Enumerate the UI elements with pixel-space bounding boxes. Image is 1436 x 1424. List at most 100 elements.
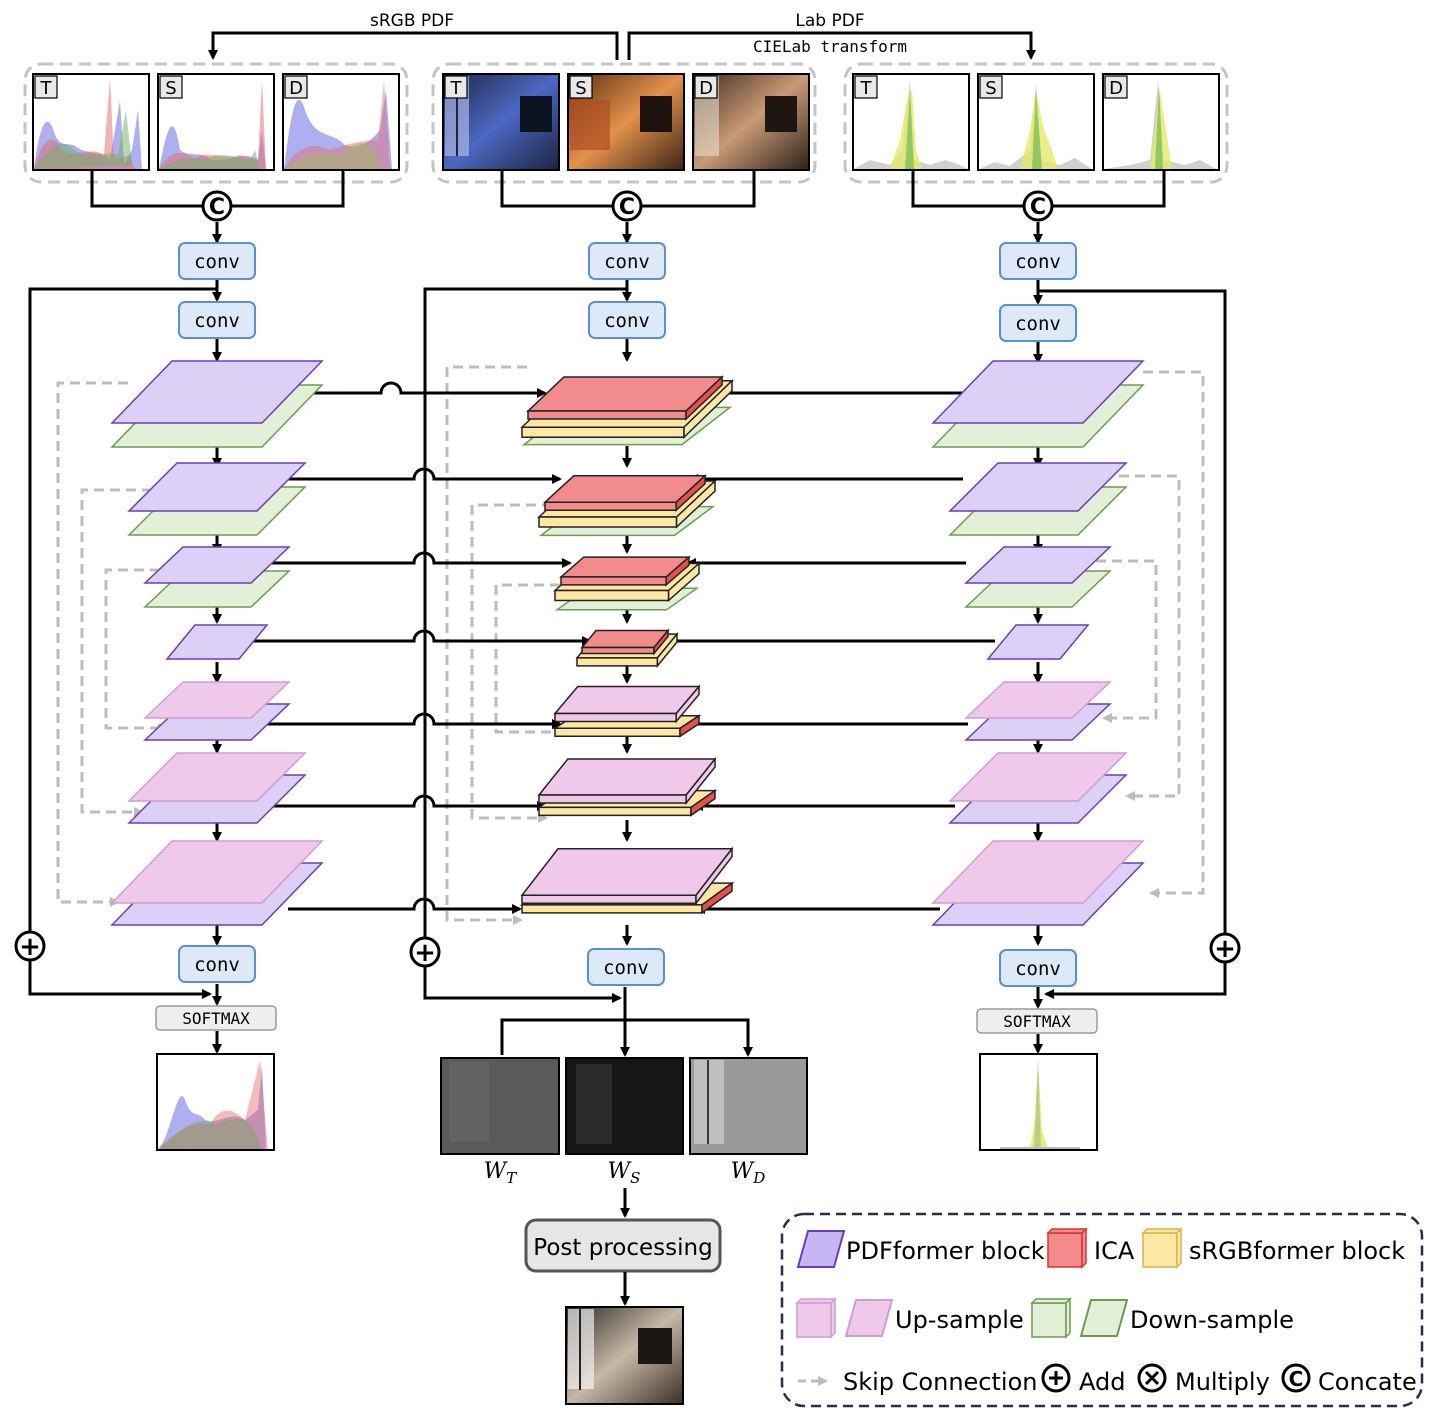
pdfformer-block (165, 624, 269, 660)
pdfformer-block (948, 462, 1128, 512)
thumb-tag-label: S (985, 78, 996, 99)
up-sample-layer (110, 840, 324, 904)
lab-pdf-label: Lab PDF (795, 11, 864, 31)
concat-left-symbol: C (209, 195, 225, 220)
ica-block-front (527, 410, 687, 420)
up-sample-layer (143, 681, 291, 719)
conv-right-2-label: conv (1015, 313, 1061, 335)
thumb-tag-label: S (575, 78, 586, 99)
legend-srgbformer-swatch (1142, 1232, 1178, 1268)
add-left (14, 930, 46, 962)
conv-center-1-label: conv (604, 251, 650, 273)
pdfformer-block (986, 624, 1090, 660)
cross-arrow-left (255, 551, 572, 568)
srgbformer-block-front (554, 727, 681, 738)
skip-connection-left (104, 568, 176, 733)
cross-arrow-left (262, 712, 562, 729)
connector (500, 1018, 753, 1057)
legend-upsample-box-swatch (796, 1302, 832, 1338)
thumb-tag-label: D (1109, 78, 1123, 99)
legend-ica-swatch (1047, 1232, 1083, 1268)
thumb-tag-label: T (860, 78, 873, 99)
thumb-tag-label: T (450, 78, 463, 99)
srgb-pdf-arrow (208, 31, 619, 60)
lab-histogram-s (977, 73, 1095, 171)
cross-arrow-left (248, 629, 592, 646)
srgb-input-group (23, 62, 409, 184)
legend-pdfformer-swatch (796, 1230, 846, 1268)
residual-center (423, 287, 627, 1003)
conv-left-2-label: conv (194, 310, 240, 332)
concat-center-symbol: C (619, 195, 635, 220)
legend-concate-symbol: C (1289, 1367, 1304, 1391)
legend-downsample-para-swatch (1079, 1299, 1129, 1337)
skip-connection-right (1143, 370, 1205, 898)
legend-ica-swatch-top (1046, 1228, 1088, 1234)
conv-center-out-label: conv (603, 957, 649, 979)
conv-left-1-label: conv (194, 251, 240, 273)
legend-upsample-label: Up-sample (895, 1306, 1024, 1334)
pdfformer-block (964, 546, 1112, 584)
thumb-tag-box (1104, 75, 1128, 99)
conv-left-out-label: conv (194, 954, 240, 976)
cielab-transform-label: CIELab transform (753, 37, 907, 56)
pdfformer-block (127, 462, 307, 512)
residual-right (1038, 289, 1227, 999)
srgbformer-block-front (576, 657, 659, 667)
add-left-symbol: + (19, 932, 41, 962)
up-sample-layer-front (538, 794, 687, 804)
thumb-tag-box (284, 75, 308, 99)
conv-right-1-label: conv (1015, 251, 1061, 273)
legend-box (780, 1212, 1424, 1408)
srgbformer-block-front (521, 904, 703, 914)
conv-right-out (999, 949, 1077, 987)
concat-right (1022, 190, 1054, 222)
legend-downsample-box-swatch-top (1030, 1298, 1072, 1304)
softmax-left-label: SOFTMAX (182, 1009, 250, 1028)
conv-center-2 (588, 301, 666, 339)
legend-upsample-box-swatch-top (795, 1298, 837, 1304)
output-srgb-histogram (156, 1053, 275, 1151)
ica-block-side (675, 474, 706, 512)
legend-downsample-box-swatch (1031, 1302, 1067, 1338)
up-sample-layer-side (695, 846, 733, 906)
connections (28, 222, 1227, 1057)
srgbformer-block-front (521, 426, 685, 438)
legend-downsample-label: Down-sample (1130, 1306, 1294, 1334)
conv-center-1 (588, 242, 666, 280)
legend-multiply-icon-b (1144, 1370, 1160, 1386)
legend-srgbformer-swatch-side (1176, 1227, 1182, 1269)
legend-upsample-box-swatch-side (830, 1297, 836, 1339)
pdfformer-block (110, 360, 324, 424)
thumb-tag-label: T (40, 78, 53, 99)
cross-arrow-left (288, 897, 522, 914)
legend-srgbformer-swatch-top (1141, 1228, 1183, 1234)
up-sample-layer (553, 685, 701, 715)
softmax-right (976, 1008, 1098, 1034)
thumb-tag-label: D (289, 78, 303, 99)
legend-concate-icon (1281, 1363, 1311, 1393)
thumb-tag-box (159, 75, 183, 99)
up-sample-layer (127, 752, 307, 802)
conv-right-out-label: conv (1015, 958, 1061, 980)
softmax-right-label: SOFTMAX (1003, 1012, 1071, 1031)
conv-left-1 (178, 242, 256, 280)
thumb-tag-box (694, 75, 718, 99)
up-sample-layer-side (685, 756, 716, 806)
post-processing-box (524, 1218, 722, 1273)
lab-pdf-arrow (627, 31, 1036, 60)
skip-connection-left (56, 381, 128, 907)
skip-connection-right (1096, 559, 1158, 723)
srgbformer-block-side (656, 632, 678, 668)
up-sample-layer (537, 758, 717, 796)
ica-block (580, 629, 670, 649)
legend-srgbformer-label: sRGBformer block (1189, 1237, 1405, 1265)
up-sample-layer (948, 752, 1128, 802)
concat-left (201, 190, 233, 222)
thumb-tag-box (979, 75, 1003, 99)
conv-center-out (587, 948, 665, 986)
legend-downsample-box-swatch-side (1065, 1297, 1071, 1339)
